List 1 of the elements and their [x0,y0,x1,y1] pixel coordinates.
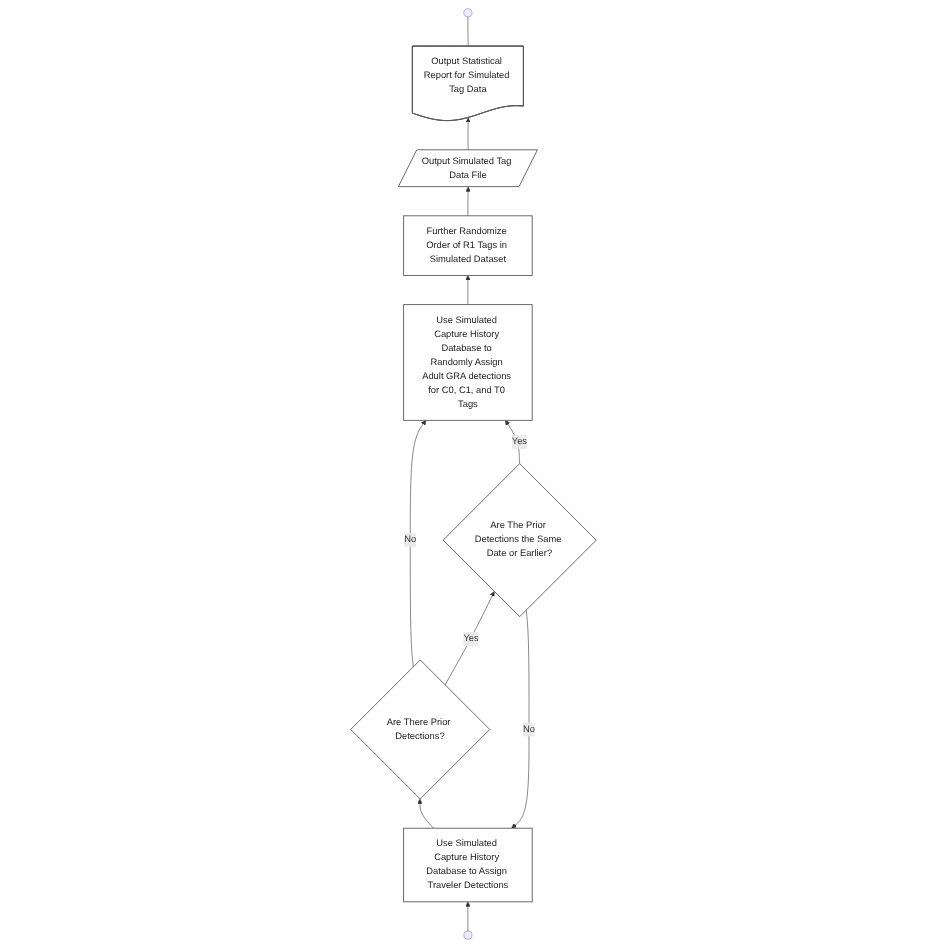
connector [468,16,470,47]
